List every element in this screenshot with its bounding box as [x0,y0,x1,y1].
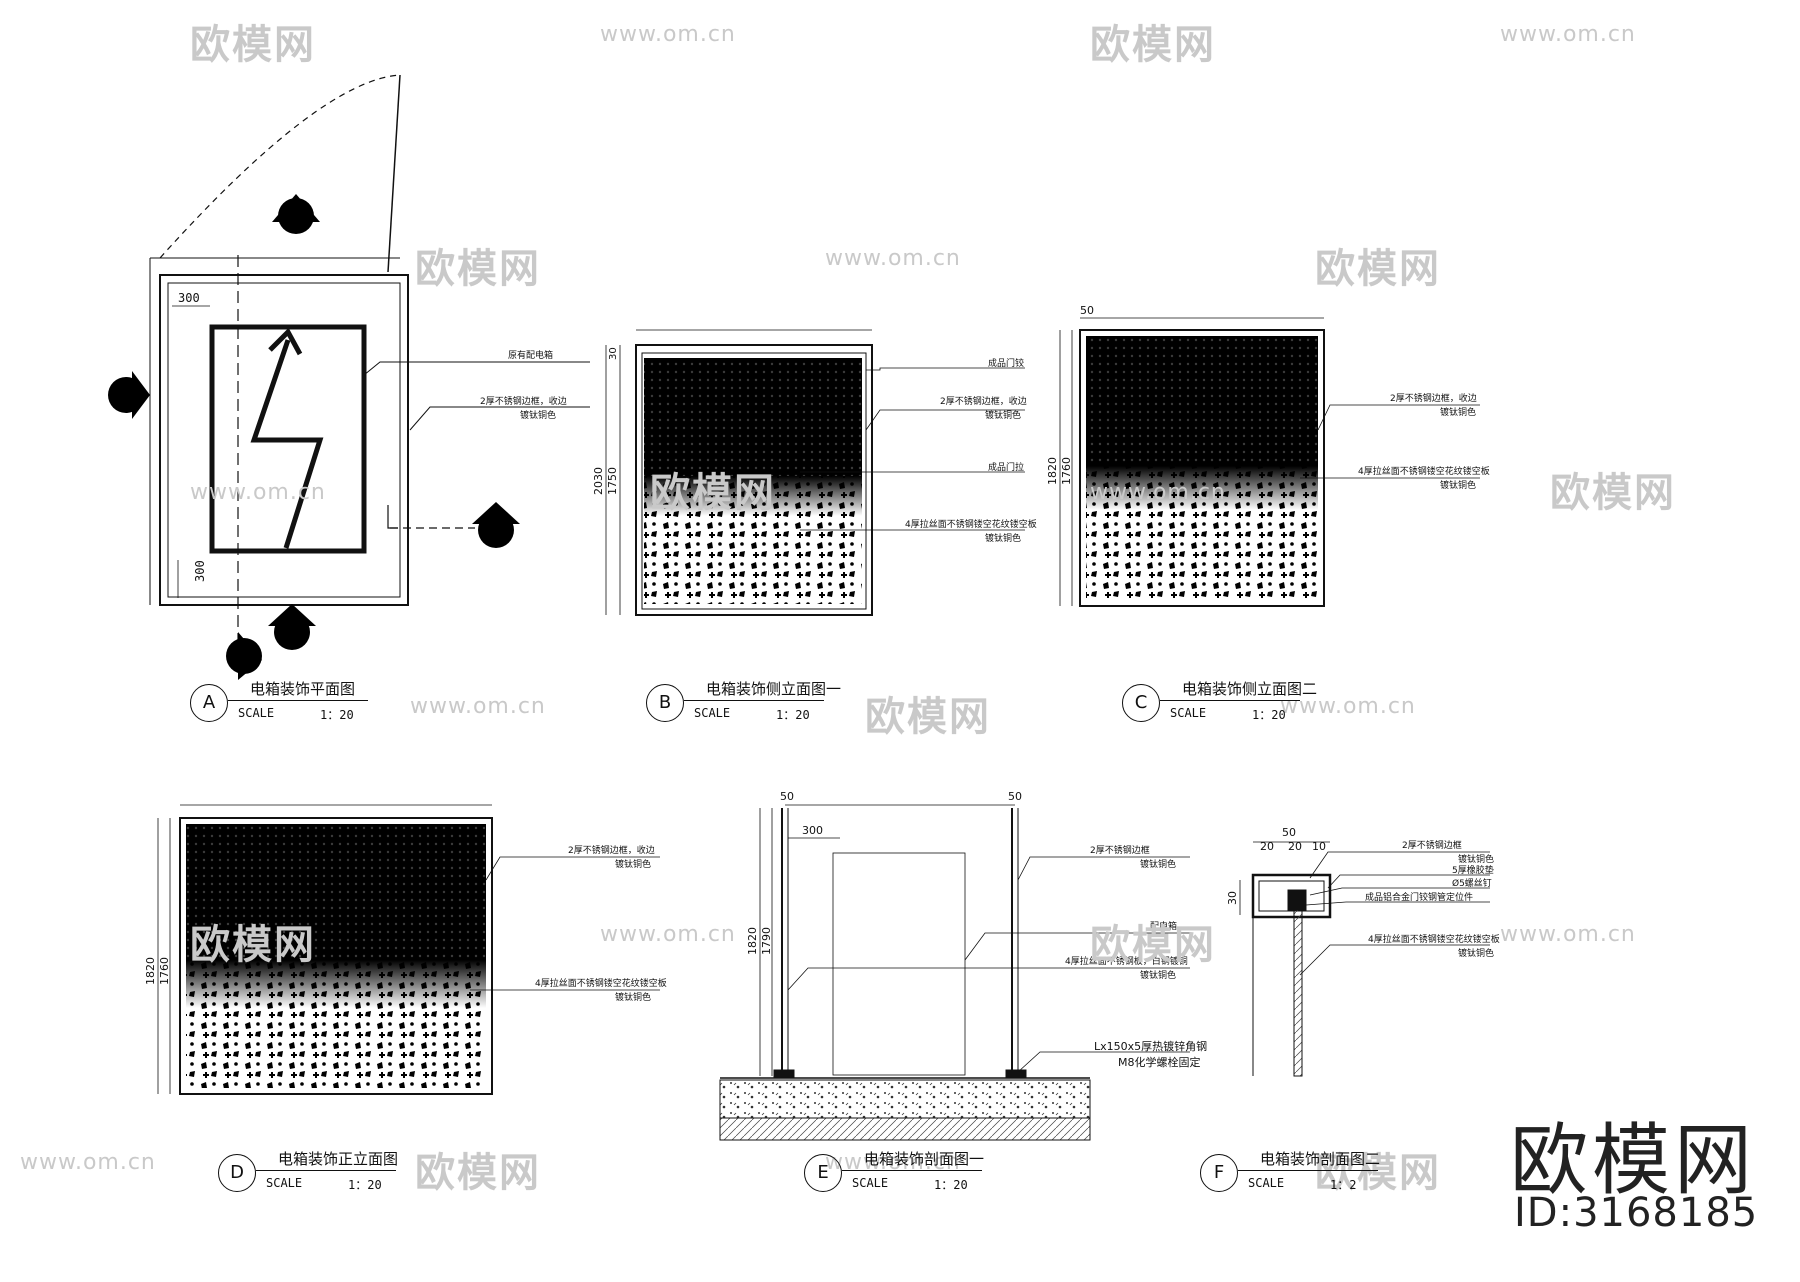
note-b-3: 成品门拉 [988,461,1024,473]
scale-label: SCALE [1248,1176,1285,1190]
note-f-4: 成品铝合金门铰钢管定位件 [1365,891,1473,903]
dim-f-20a: 20 [1260,840,1274,853]
dim-c-50: 50 [1080,304,1094,317]
dim-f-10: 10 [1312,840,1326,853]
lightning-icon [250,339,324,549]
dim-f-30: 30 [1226,891,1239,905]
note-d-2a: 4厚拉丝面不锈钢镂空花纹镂空板 [535,977,667,989]
view-a-plan [149,74,475,640]
note-a-1: 原有配电箱 [508,349,553,361]
scale-ratio: 1：20 [776,708,810,722]
scale-label: SCALE [852,1176,889,1190]
note-f-1b: 镀钛铜色 [1458,853,1494,865]
scale-label: SCALE [1170,706,1207,720]
dim-a-300-side: 300 [193,560,207,582]
dim-a-300-top: 300 [178,291,200,305]
view-letter: A [190,684,228,722]
view-letter: D [218,1154,256,1192]
title-rule [1238,1170,1378,1171]
view-letter: E [804,1154,842,1192]
view-b-elevation [605,329,1025,616]
note-d-1b: 镀钛铜色 [615,858,651,870]
dim-f-20b: 20 [1288,840,1302,853]
note-c-2b: 镀钛铜色 [1440,479,1476,491]
view-letter: F [1200,1154,1238,1192]
view-e-section [719,804,1190,1141]
dim-e-300: 300 [802,824,823,837]
scale-label: SCALE [238,706,275,720]
leaders-a [363,361,590,431]
scale-label: SCALE [694,706,731,720]
scale-ratio: 1：20 [348,1178,382,1192]
note-a-2b: 镀钛铜色 [520,409,556,421]
note-b-4a: 4厚拉丝面不锈钢镂空花纹镂空板 [905,518,1037,530]
note-f-5b: 镀钛铜色 [1458,947,1494,959]
dim-d-1760: 1760 [158,957,171,985]
note-f-3: Ø5螺丝钉 [1452,877,1492,889]
view-name: 电箱装饰正立面图 [278,1150,399,1168]
view-letter: C [1122,684,1160,722]
view-name: 电箱装饰剖面图一 [864,1150,985,1168]
dim-c-1820: 1820 [1046,457,1059,485]
note-e-5: M8化学螺栓固定 [1118,1055,1201,1069]
title-rule [228,700,368,701]
note-e-1a: 2厚不锈钢边框 [1090,844,1150,856]
note-a-2a: 2厚不锈钢边框，收边 [480,395,567,407]
view-d-elevation [157,804,660,1095]
note-f-5a: 4厚拉丝面不锈钢镂空花纹镂空板 [1368,933,1500,945]
dim-e-1820: 1820 [746,927,759,955]
note-d-2b: 镀钛铜色 [615,991,651,1003]
dim-b-1750: 1750 [606,467,619,495]
dim-f-50: 50 [1282,826,1296,839]
dim-e-50-left: 50 [780,790,794,803]
dim-c-1760: 1760 [1060,457,1073,485]
view-letter: B [646,684,684,722]
note-e-3a: 4厚拉丝面不锈钢板，白钢镀铜 [1065,955,1188,967]
brand-logo-text: 欧模网 [1510,1116,1757,1206]
view-name: 电箱装饰侧立面图二 [1182,680,1318,698]
note-b-2b: 镀钛铜色 [985,409,1021,421]
note-f-2: 5厚橡胶垫 [1452,864,1494,876]
view-name: 电箱装饰侧立面图一 [706,680,842,698]
dim-b-2030: 2030 [592,467,605,495]
note-e-4: Lx150x5厚热镀锌角钢 [1094,1039,1207,1053]
note-c-1a: 2厚不锈钢边框，收边 [1390,392,1477,404]
brand-id: ID:3168185 [1514,1190,1759,1236]
note-c-2a: 4厚拉丝面不锈钢镂空花纹镂空板 [1358,465,1490,477]
view-name: 电箱装饰平面图 [250,680,356,698]
dim-d-1820: 1820 [144,957,157,985]
note-d-1a: 2厚不锈钢边框，收边 [568,844,655,856]
title-rule [684,700,824,701]
view-name: 电箱装饰剖面图二 [1260,1150,1381,1168]
dim-e-1790: 1790 [760,927,773,955]
note-f-1a: 2厚不锈钢边框 [1402,839,1462,851]
scale-ratio: 1：20 [320,708,354,722]
dim-b-30: 30 [608,347,619,360]
view-f-detail [1239,841,1490,1077]
view-c-elevation [1059,317,1480,607]
dim-e-50-right: 50 [1008,790,1022,803]
note-e-2: 配电箱 [1150,920,1177,932]
note-b-4b: 镀钛铜色 [985,532,1021,544]
scale-ratio: 1：2 [1330,1178,1357,1192]
section-markers-a [108,194,520,680]
title-rule [256,1170,396,1171]
scale-ratio: 1：20 [1252,708,1286,722]
note-b-1: 成品门铰 [988,357,1024,369]
note-b-2a: 2厚不锈钢边框，收边 [940,395,1027,407]
scale-label: SCALE [266,1176,303,1190]
scale-ratio: 1：20 [934,1178,968,1192]
note-c-1b: 镀钛铜色 [1440,406,1476,418]
note-e-1b: 镀钛铜色 [1140,858,1176,870]
title-rule [1160,700,1300,701]
title-rule [842,1170,982,1171]
note-e-3b: 镀钛铜色 [1140,969,1176,981]
